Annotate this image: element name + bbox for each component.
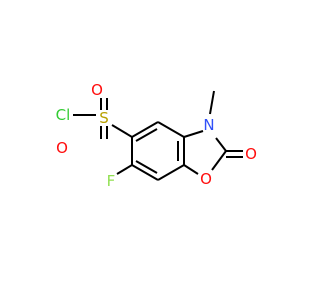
molecule-diagram: Cl S O O N O O F	[56, 81, 257, 190]
molecule-structure: Cl S O O N O O F	[56, 81, 257, 190]
bond-c6-n	[183, 130, 204, 138]
bond-c3-c4	[131, 164, 159, 181]
bond-c2-s	[111, 124, 133, 138]
bond-o-ring-c5	[183, 164, 199, 175]
bond-n-c7	[215, 137, 227, 152]
atom-labels: Cl S O O N O O F	[56, 81, 257, 190]
bond-c3-c4-inner	[135, 160, 158, 174]
atom-cl: Cl	[56, 106, 71, 124]
bond-c3-f	[116, 164, 133, 175]
atom-o-sulfonyl-top: O	[91, 81, 103, 99]
atom-o-sulfonyl-bottom: O	[56, 139, 68, 157]
bond-c1-c2-inner	[135, 128, 158, 142]
bonds	[73, 90, 243, 181]
bond-c6-c1	[157, 121, 185, 138]
bond-n-methyl	[209, 90, 215, 115]
atom-f: F	[107, 172, 116, 190]
bond-c4-c5	[157, 164, 185, 181]
atom-o-ring: O	[200, 170, 212, 188]
atom-s: S	[99, 109, 109, 127]
atom-o-carbonyl: O	[245, 145, 257, 163]
bond-c7-o-ring	[211, 150, 227, 171]
bond-c1-c2	[131, 121, 159, 138]
atom-n: N	[203, 116, 214, 134]
